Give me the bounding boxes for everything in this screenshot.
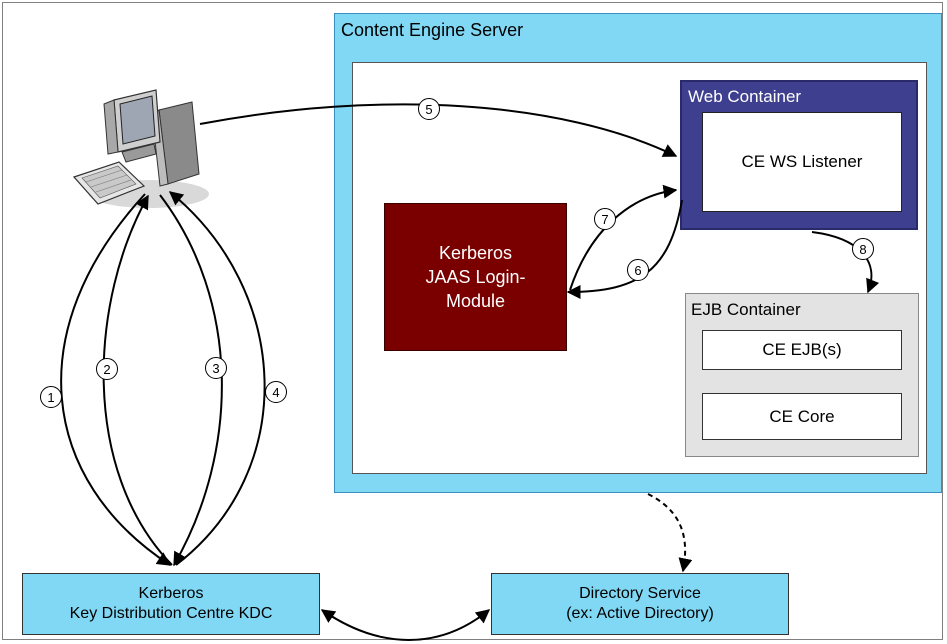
- step-7-marker: 7: [594, 208, 616, 230]
- step-4-marker: 4: [265, 381, 287, 403]
- kerberos-kdc-box: Kerberos Key Distribution Centre KDC: [22, 573, 320, 635]
- step-6-marker: 6: [627, 259, 649, 281]
- arrow-step-4: [168, 191, 266, 566]
- step-3-marker: 3: [205, 357, 227, 379]
- step-8-marker: 8: [852, 238, 874, 260]
- kerberos-jaas-login-module: Kerberos JAAS Login- Module: [384, 203, 567, 351]
- kdc-line-2: Key Distribution Centre KDC: [69, 605, 273, 622]
- ejb-container-title: EJB Container: [691, 300, 801, 319]
- directory-line-1: Directory Service: [579, 585, 701, 602]
- desktop-computer-icon: [72, 89, 209, 208]
- arrow-server-directory: [647, 493, 693, 573]
- directory-line-2: (ex: Active Directory): [566, 605, 714, 622]
- directory-service-box: Directory Service (ex: Active Directory): [491, 573, 789, 635]
- step-2-marker: 2: [96, 358, 118, 380]
- arrow-step-7: [569, 184, 678, 291]
- step-1-marker: 1: [40, 386, 62, 408]
- ce-ws-listener: CE WS Listener: [702, 112, 902, 212]
- ce-core-box: CE Core: [702, 393, 902, 440]
- arrow-step-2: [102, 194, 173, 566]
- arrow-step-5: [199, 103, 678, 157]
- ce-ejbs-box: CE EJB(s): [702, 330, 902, 370]
- login-module-line-1: Kerberos: [438, 243, 513, 263]
- kdc-line-1: Kerberos: [138, 585, 204, 602]
- arrow-kdc-directory: [320, 609, 491, 641]
- arrow-step-1: [60, 193, 172, 566]
- step-5-marker: 5: [418, 98, 440, 120]
- login-module-line-3: Module: [445, 291, 506, 311]
- arrow-step-3: [159, 194, 223, 567]
- web-container-title: Web Container: [688, 87, 802, 106]
- content-engine-server-title: Content Engine Server: [341, 20, 524, 40]
- arrow-step-6: [566, 199, 683, 299]
- login-module-line-2: JAAS Login-: [425, 267, 526, 287]
